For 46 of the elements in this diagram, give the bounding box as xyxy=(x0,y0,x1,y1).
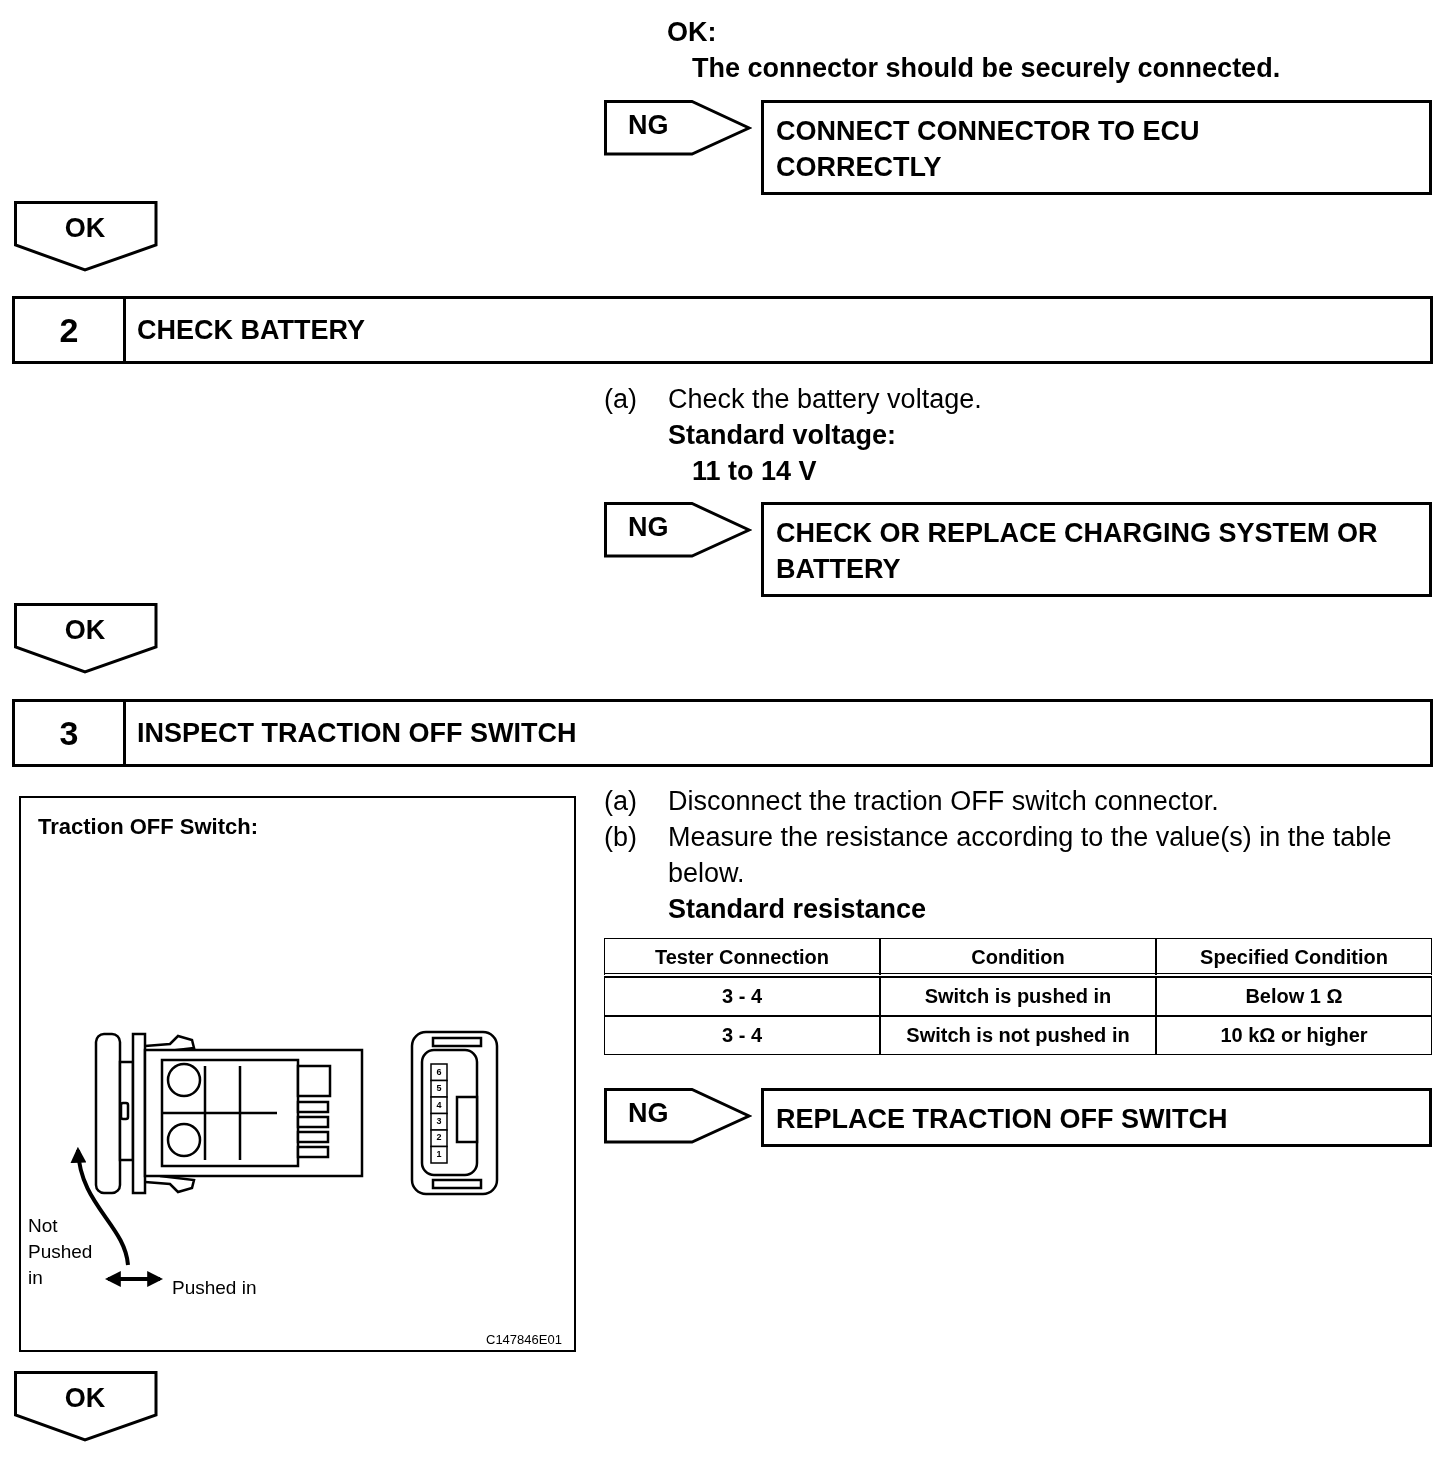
spec-heading: Standard voltage: xyxy=(668,419,897,452)
action-box: CHECK OR REPLACE CHARGING SYSTEM OR BATTERY xyxy=(761,502,1432,597)
table-cell: Below 1 Ω xyxy=(1156,977,1432,1016)
action-box: REPLACE TRACTION OFF SWITCH xyxy=(761,1088,1432,1147)
ok-arrow-tag: OK xyxy=(14,201,159,273)
callout-label: Not Pushed in xyxy=(28,1214,94,1290)
spec-heading: Standard resistance xyxy=(668,893,927,926)
step-header xyxy=(12,296,1433,364)
ng-arrow-tag: NG xyxy=(604,502,752,558)
figure-title: Traction OFF Switch: xyxy=(38,814,258,840)
figure-frame xyxy=(19,796,576,1352)
table-header-cell: Condition xyxy=(880,938,1156,977)
table-cell: Switch is not pushed in xyxy=(880,1016,1156,1055)
pin-number: 4 xyxy=(435,1099,443,1112)
pin-number: 2 xyxy=(435,1131,443,1144)
table-cell: 3 - 4 xyxy=(604,977,880,1016)
step-letter: (b) xyxy=(604,821,637,854)
step-title: INSPECT TRACTION OFF SWITCH xyxy=(136,717,577,750)
action-box: CONNECT CONNECTOR TO ECU CORRECTLY xyxy=(761,100,1432,195)
step-letter: (a) xyxy=(604,383,637,416)
step-number: 2 xyxy=(15,299,126,361)
table-header-cell: Tester Connection xyxy=(604,938,880,977)
step-header xyxy=(12,699,1433,767)
pin-number: 5 xyxy=(435,1082,443,1095)
step-letter: (a) xyxy=(604,785,637,818)
pin-number: 6 xyxy=(435,1066,443,1079)
spec-value: 11 to 14 V xyxy=(692,455,817,488)
table-cell: 3 - 4 xyxy=(604,1016,880,1055)
result-text: The connector should be securely connected. xyxy=(692,52,1281,85)
ng-arrow-tag: NG xyxy=(604,1088,752,1144)
instruction-text: Check the battery voltage. xyxy=(668,383,982,416)
result-heading: OK: xyxy=(667,16,717,49)
figure-code: C147846E01 xyxy=(486,1331,562,1349)
ng-arrow-tag: NG xyxy=(604,100,752,156)
pin-number: 3 xyxy=(435,1115,443,1128)
instruction-text: Disconnect the traction OFF switch connector. xyxy=(668,785,1219,818)
table-cell: Switch is pushed in xyxy=(880,977,1156,1016)
pin-number: 1 xyxy=(435,1148,443,1161)
table-header-cell: Specified Condition xyxy=(1156,938,1432,977)
ok-arrow-tag: OK xyxy=(14,1371,159,1443)
table-cell: 10 kΩ or higher xyxy=(1156,1016,1432,1055)
instruction-text: Measure the resistance according to the value(s) in the table below. xyxy=(668,821,1393,890)
step-title: CHECK BATTERY xyxy=(136,314,365,347)
step-number: 3 xyxy=(15,702,126,764)
ok-arrow-tag: OK xyxy=(14,603,159,675)
callout-label: Pushed in xyxy=(172,1276,257,1300)
